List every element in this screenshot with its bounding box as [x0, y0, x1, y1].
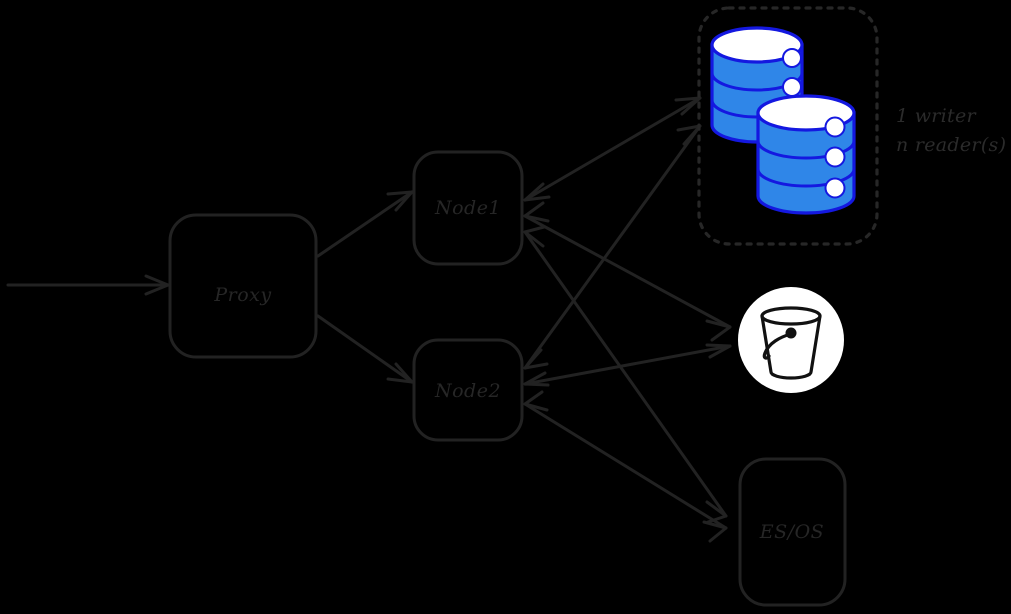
database-cluster-dashed-border [697, 6, 879, 246]
esos-box[interactable] [738, 457, 847, 607]
node-esos[interactable]: ES/OS [738, 457, 847, 607]
node1-label: Node1 [434, 197, 501, 219]
edge-node1-to-esos [523, 225, 728, 524]
edge-node2-to-esos [523, 390, 728, 543]
node-node2[interactable]: Node2 [412, 338, 524, 442]
edge-layer [6, 96, 732, 543]
node-proxy[interactable]: Proxy [168, 213, 318, 359]
edge-node2-to-object-storage [523, 343, 732, 387]
bucket-icon [760, 306, 822, 380]
node2-label: Node2 [434, 380, 501, 402]
edge-node2-to-database [523, 124, 702, 370]
edge-client-to-proxy [6, 274, 170, 296]
esos-label: ES/OS [759, 521, 824, 543]
edge-node1-to-object-storage [523, 201, 732, 342]
edge-proxy-to-node2 [316, 314, 414, 384]
database-cylinder-front-icon [756, 94, 856, 215]
edge-node1-to-database [523, 96, 702, 202]
annotation-line-2: n reader(s) [896, 134, 1006, 156]
proxy-box[interactable] [168, 213, 318, 359]
node2-box[interactable] [412, 338, 524, 442]
object-storage-icon[interactable] [738, 287, 844, 393]
edge-proxy-to-node1 [316, 190, 414, 258]
annotation-line-1: 1 writer [896, 105, 978, 127]
database-annotation: 1 writer n reader(s) [896, 105, 1006, 156]
node-node1[interactable]: Node1 [412, 150, 524, 266]
proxy-label: Proxy [213, 284, 271, 306]
database-cluster-group[interactable] [697, 6, 879, 246]
node1-box[interactable] [412, 150, 524, 266]
